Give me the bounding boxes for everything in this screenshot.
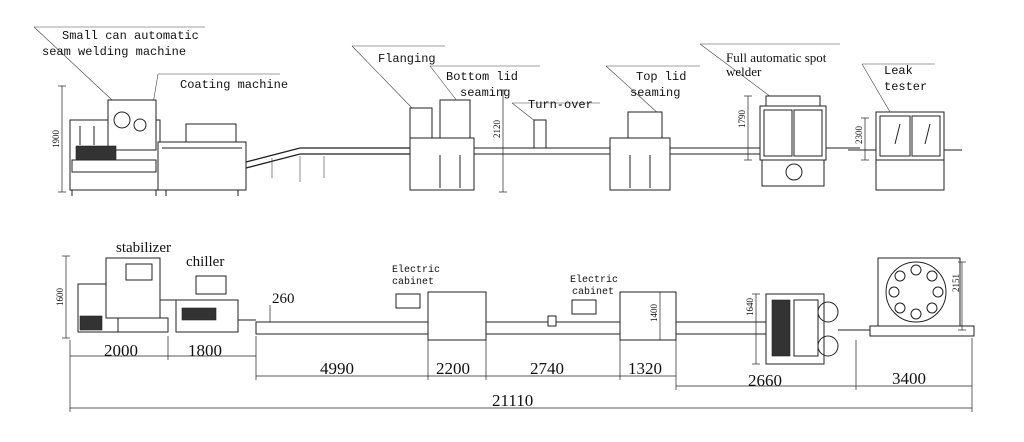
incline-conveyor: [245, 147, 410, 182]
label-spot-welder-line1: Full automatic spot: [726, 50, 827, 65]
label-cabinet1-line1: Electric: [392, 264, 440, 276]
side-view: Small can automatic seam welding machine…: [33, 26, 962, 196]
label-turn-over: Turn-over: [528, 98, 593, 112]
label-cabinet1-line2: cabinet: [392, 276, 434, 288]
label-leak-line1: Leak: [884, 64, 913, 78]
plan-spot-welder: [765, 293, 870, 365]
plan-view: stabilizer chiller Electric cabinet Elec…: [55, 240, 975, 412]
label-seam-welder-line2: seam welding machine: [42, 45, 186, 59]
seam-welding-machine: [69, 99, 161, 196]
dim-1320: 1320: [628, 359, 662, 378]
dim-2740: 2740: [530, 359, 564, 378]
flanging-and-bottom-seaming: [409, 99, 610, 191]
electric-cabinet-2-box: [571, 299, 597, 315]
label-chiller: chiller: [186, 254, 224, 270]
label-stabilizer: stabilizer: [116, 240, 171, 256]
label-top-lid-line1: Top lid: [636, 70, 686, 84]
leak-tester-machine: [848, 111, 962, 191]
electric-cabinet-1-box: [395, 293, 421, 309]
label-flanging: Flanging: [378, 52, 436, 66]
top-lid-seaming-machine: [609, 111, 760, 191]
plan-seam-welder: [77, 257, 176, 333]
segment-dimension-line: [69, 336, 973, 412]
dim-1400: 1400: [649, 304, 659, 323]
label-bottom-lid-line2: seaming: [460, 86, 510, 100]
dim-2300: 2300: [854, 126, 864, 145]
dim-2120: 2120: [492, 120, 502, 139]
dim-260: 260: [272, 291, 295, 307]
plan-coating: [175, 275, 256, 333]
label-top-lid-line2: seaming: [630, 86, 680, 100]
dim-4990: 4990: [320, 359, 354, 378]
dim-1800: 1800: [188, 341, 222, 360]
label-leaders: [33, 26, 935, 126]
label-leak-line2: tester: [884, 80, 927, 94]
label-coating-machine: Coating machine: [180, 78, 288, 92]
plan-leak-tester: [869, 257, 975, 337]
label-cabinet2-line1: Electric: [570, 274, 618, 286]
dim-3400: 3400: [892, 369, 926, 388]
dim-1900: 1900: [51, 130, 61, 149]
coating-machine: [157, 123, 247, 196]
dim-1790: 1790: [737, 110, 747, 129]
spot-welder-machine: [759, 95, 860, 187]
label-cabinet2-line2: cabinet: [572, 286, 614, 298]
dim-2151: 2151: [951, 274, 961, 292]
height-dimensions: [58, 85, 869, 193]
label-seam-welder-line1: Small can automatic: [62, 29, 199, 43]
label-bottom-lid-line1: Bottom lid: [446, 70, 518, 84]
plan-vertical-dims: [62, 255, 966, 365]
dim-2000: 2000: [104, 341, 138, 360]
dim-2200: 2200: [436, 359, 470, 378]
dim-2660: 2660: [748, 371, 782, 390]
dim-1640: 1640: [745, 298, 755, 317]
dim-total-21110: 21110: [492, 391, 533, 410]
label-spot-welder-line2: welder: [726, 64, 762, 79]
plan-conveyor: [255, 291, 767, 341]
dim-1600: 1600: [55, 288, 65, 307]
